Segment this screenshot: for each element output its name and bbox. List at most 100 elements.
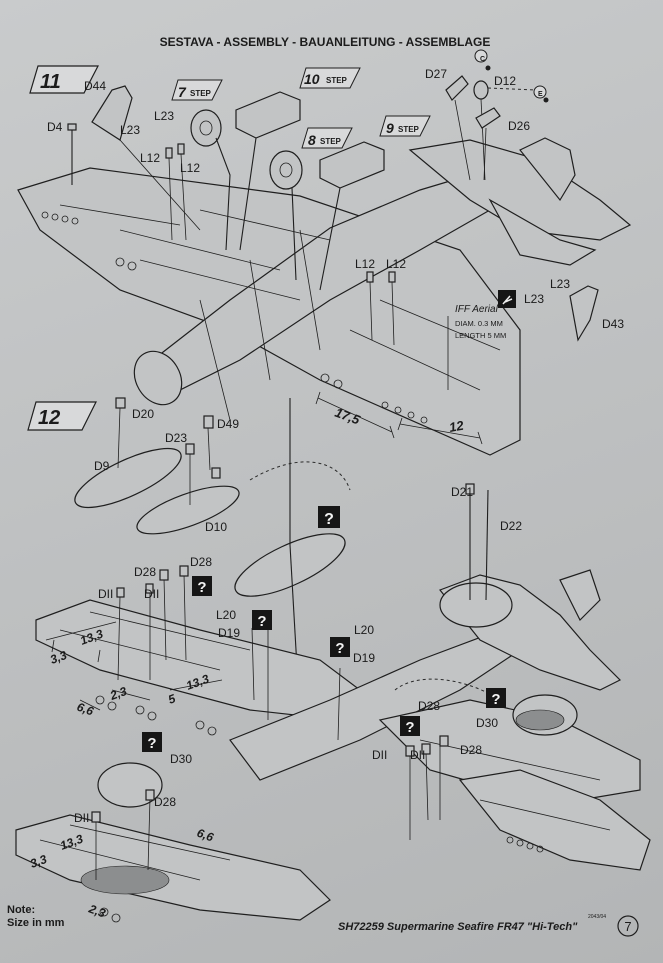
step-12-bottom-wing	[15, 762, 331, 923]
svg-text:?: ?	[491, 691, 500, 708]
label-d21: D21	[451, 485, 473, 499]
svg-text:9: 9	[386, 120, 394, 136]
iff-aerial-note: IFF Aerial DIAM. 0.3 MM LENGTH 5 MM	[455, 290, 516, 340]
label-d9: D9	[94, 459, 110, 473]
footer-model: SH72259 Supermarine Seafire FR47 "Hi-Tec…	[338, 921, 578, 933]
question-icon: ?	[252, 610, 272, 630]
iff-aerial-title: IFF Aerial	[455, 304, 499, 315]
label-d23: D23	[165, 431, 187, 445]
step-12-badge: 12	[27, 401, 97, 431]
question-icon: ?	[400, 716, 420, 736]
label-d11e: DII	[74, 811, 89, 825]
dim-6-6a: 6,6	[75, 700, 96, 719]
label-d28b: D28	[190, 555, 212, 569]
label-l12a: L12	[140, 151, 160, 165]
dim-17-5: 17,5	[333, 405, 363, 428]
step-8-badge: 8 STEP	[301, 127, 353, 149]
label-d10: D10	[205, 520, 227, 534]
marker-c: C	[480, 56, 485, 63]
label-l23b: L23	[154, 109, 174, 123]
step-12-labels: D20 D23 D49 D9 D10 D21 D22 D28 D28 DII D…	[74, 407, 522, 825]
label-d11c: DII	[372, 748, 387, 762]
size-note: Note: Size in mm	[7, 904, 65, 929]
dim-6-6b: 6,6	[195, 826, 216, 845]
label-d30a: D30	[476, 716, 498, 730]
svg-text:STEP: STEP	[190, 89, 212, 98]
dim-2-3b: 2,3	[86, 901, 108, 920]
svg-text:7: 7	[178, 84, 187, 100]
label-l23d: L23	[524, 292, 544, 306]
label-l23c: L23	[550, 277, 570, 291]
label-l12b: L12	[180, 161, 200, 175]
footer: SH72259 Supermarine Seafire FR47 "Hi-Tec…	[338, 914, 639, 937]
iff-aerial-length: LENGTH 5 MM	[455, 331, 506, 340]
svg-text:?: ?	[257, 613, 266, 630]
question-icon: ?	[318, 506, 340, 528]
svg-text:STEP: STEP	[398, 125, 420, 134]
iff-aerial-diam: DIAM. 0.3 MM	[455, 319, 503, 328]
label-d11d: DII	[410, 748, 425, 762]
svg-text:?: ?	[147, 735, 156, 752]
sheet-title: SESTAVA - ASSEMBLY - BAUANLEITUNG - ASSE…	[160, 35, 491, 49]
question-icon: ?	[192, 576, 212, 596]
marker-e: E	[538, 91, 543, 98]
step-12-number: 12	[38, 407, 60, 429]
label-l12d: L12	[386, 257, 406, 271]
step-11-badge: 11	[29, 65, 99, 94]
step-10-badge: 10 STEP	[299, 67, 361, 89]
dim-12: 12	[448, 418, 466, 435]
label-d19b: D19	[353, 651, 375, 665]
step-12-canopy-parts	[74, 397, 351, 721]
label-l23a: L23	[120, 123, 140, 137]
dim-2-3a: 2,3	[107, 684, 129, 703]
question-icon: ?	[142, 732, 162, 752]
footer-code: 2043/04	[588, 914, 606, 920]
svg-text:?: ?	[324, 511, 334, 528]
step-9-badge: 9 STEP	[379, 115, 431, 137]
label-l20a: L20	[216, 608, 236, 622]
question-icon: ?	[330, 637, 350, 657]
label-d49: D49	[217, 417, 239, 431]
svg-text:10: 10	[304, 71, 320, 87]
step-12-right-wing	[378, 678, 651, 871]
label-d27: D27	[425, 67, 447, 81]
step-12-fuselage	[229, 483, 622, 781]
dim-3-3a: 3,3	[48, 648, 69, 667]
svg-text:STEP: STEP	[326, 76, 348, 85]
label-d26: D26	[508, 119, 530, 133]
svg-text:?: ?	[335, 640, 344, 657]
label-d28a: D28	[134, 565, 156, 579]
label-d43: D43	[602, 317, 624, 331]
label-d11a: DII	[98, 587, 113, 601]
step-11-parts	[67, 49, 599, 445]
dim-5: 5	[166, 691, 177, 707]
label-l12c: L12	[355, 257, 375, 271]
label-d28d: D28	[460, 743, 482, 757]
page-number: 7	[624, 919, 631, 934]
question-markers: ? ? ? ? ? ? ?	[142, 506, 506, 752]
label-d28c: D28	[418, 699, 440, 713]
step-7-badge: 7 STEP	[171, 79, 223, 101]
label-d30b: D30	[170, 752, 192, 766]
label-d19a: D19	[218, 626, 240, 640]
note-line-1: Note:	[7, 904, 35, 916]
svg-text:STEP: STEP	[320, 137, 342, 146]
svg-text:8: 8	[308, 132, 316, 148]
label-d22: D22	[500, 519, 522, 533]
step-11-aircraft	[17, 137, 632, 456]
label-l20b: L20	[354, 623, 374, 637]
svg-text:?: ?	[197, 579, 206, 596]
label-d12: D12	[494, 74, 516, 88]
label-d28e: D28	[154, 795, 176, 809]
page-number-circle	[617, 915, 639, 937]
question-icon: ?	[486, 688, 506, 708]
svg-text:?: ?	[405, 719, 414, 736]
label-d44: D44	[84, 79, 106, 93]
note-line-2: Size in mm	[7, 917, 65, 929]
label-d20: D20	[132, 407, 154, 421]
label-d4: D4	[47, 120, 63, 134]
dim-3-3b: 3,3	[28, 852, 49, 871]
label-d11b: DII	[144, 587, 159, 601]
